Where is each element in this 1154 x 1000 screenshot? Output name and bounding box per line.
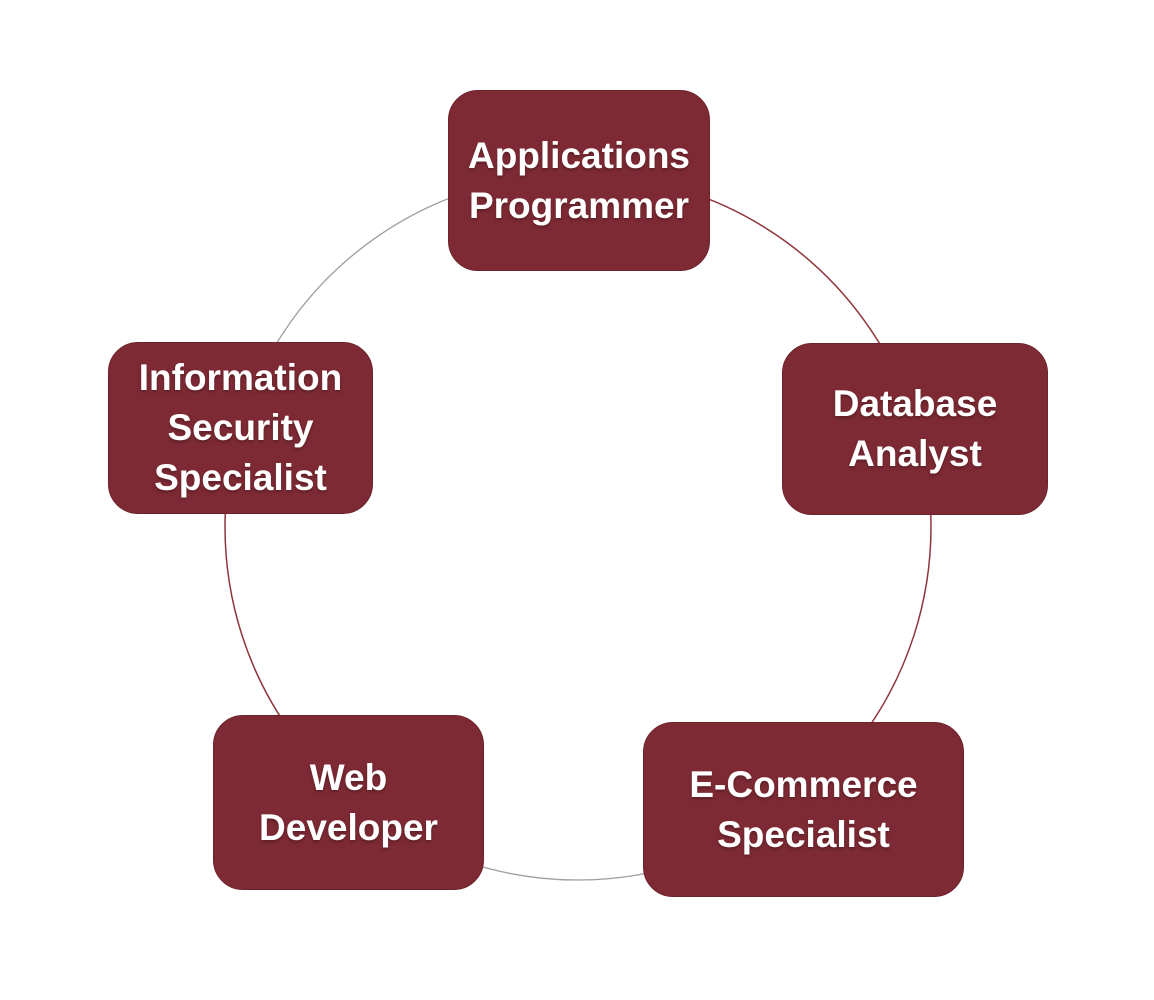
node-e-commerce-specialist[interactable]: E-Commerce Specialist [643,722,964,897]
node-applications-programmer[interactable]: Applications Programmer [448,90,710,271]
node-database-analyst-label: Database Analyst [832,383,998,474]
node-information-security-specialist[interactable]: Information Security Specialist [108,342,373,514]
node-applications-programmer-label: Applications Programmer [467,134,691,226]
node-e-commerce-specialist-label: E-Commerce Specialist [689,763,918,855]
node-web-developer[interactable]: Web Developer [213,715,484,890]
node-web-developer-label: Web Developer [259,756,438,848]
node-information-security-specialist-label: Information Security Specialist [138,357,343,498]
node-database-analyst[interactable]: Database Analyst [782,343,1048,515]
